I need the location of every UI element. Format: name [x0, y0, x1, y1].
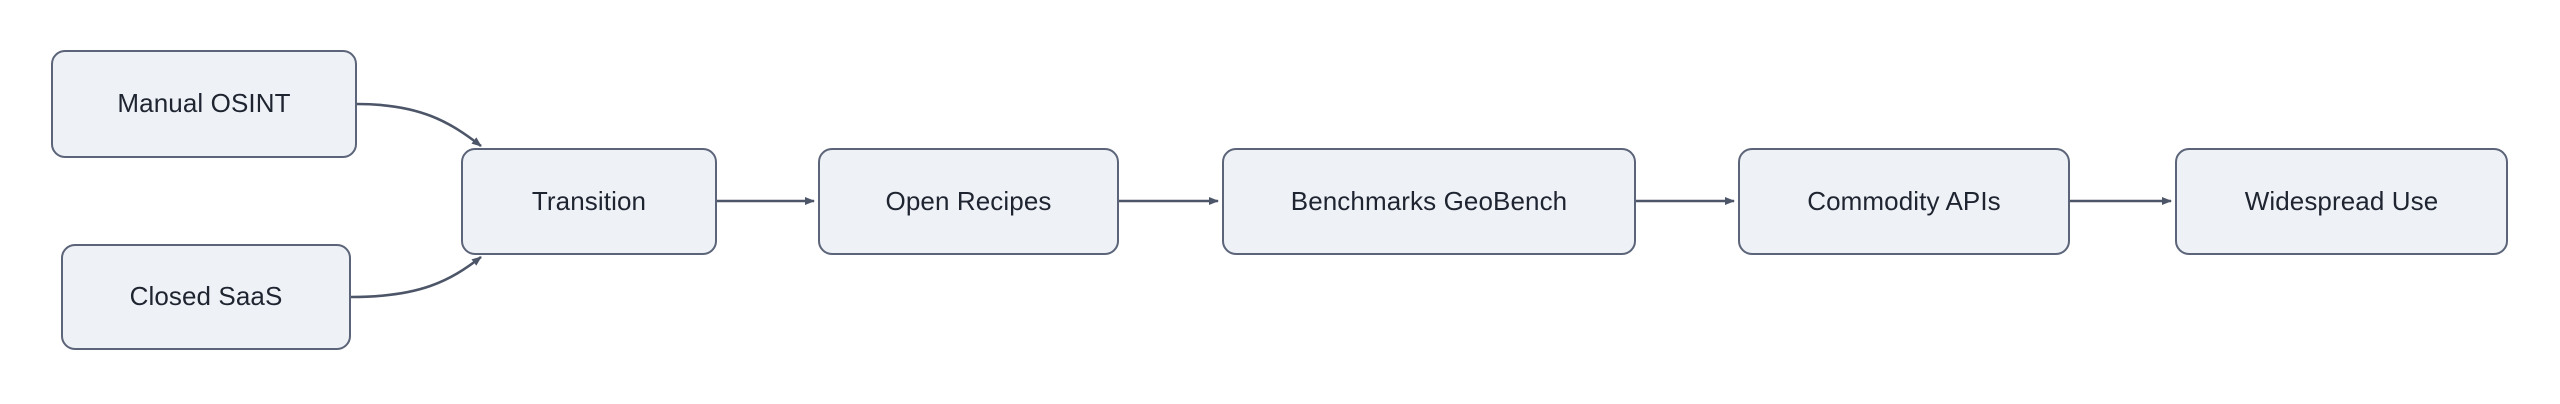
edge-manual-osint-to-transition [356, 102, 482, 148]
node-label: Widespread Use [2244, 185, 2439, 216]
edge-closed-saas-to-transition [350, 255, 482, 299]
node-label: Manual OSINT [117, 88, 291, 119]
node-label: Transition [531, 185, 647, 216]
node-transition[interactable]: Transition [461, 148, 717, 255]
node-manual-osint[interactable]: Manual OSINT [51, 50, 357, 158]
node-label: Benchmarks GeoBench [1290, 185, 1568, 216]
node-open-recipes[interactable]: Open Recipes [818, 148, 1119, 255]
node-label: Closed SaaS [129, 281, 283, 312]
node-widespread-use[interactable]: Widespread Use [2175, 148, 2508, 255]
node-label: Open Recipes [885, 185, 1052, 216]
node-benchmarks-geobench[interactable]: Benchmarks GeoBench [1222, 148, 1636, 255]
node-label: Commodity APIs [1807, 185, 2001, 216]
node-closed-saas[interactable]: Closed SaaS [61, 244, 351, 350]
node-commodity-apis[interactable]: Commodity APIs [1738, 148, 2070, 255]
